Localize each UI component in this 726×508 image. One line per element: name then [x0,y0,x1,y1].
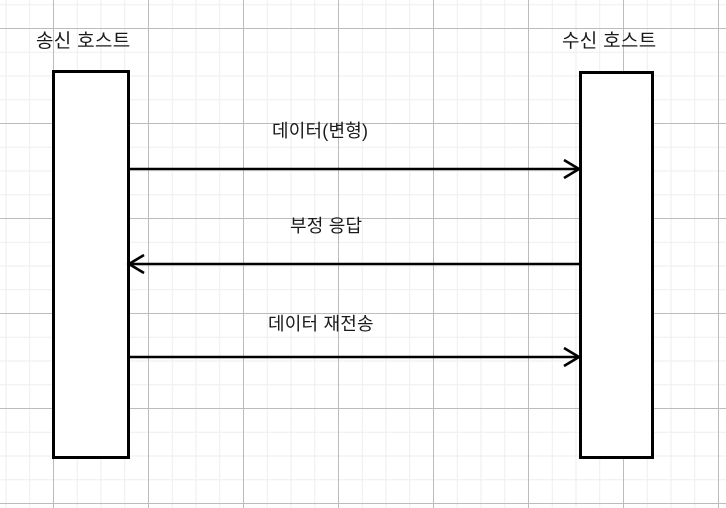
message-arrow-1[interactable] [129,158,582,180]
message-arrow-1-head-icon [563,158,582,180]
message-label-2: 부정 응답 [290,216,363,236]
lifeline-box-sender[interactable] [52,70,130,459]
message-arrow-2[interactable] [126,253,579,275]
lifeline-box-receiver[interactable] [579,71,654,459]
message-label-3: 데이터 재전송 [268,314,374,334]
message-arrow-2-head-icon [126,253,145,275]
lifeline-title-sender: 송신 호스트 [36,31,131,52]
message-label-1: 데이터(변형) [272,121,369,141]
message-arrow-3-head-icon [563,346,582,368]
message-arrow-3[interactable] [129,346,582,368]
lifeline-title-receiver: 수신 호스트 [562,31,657,52]
